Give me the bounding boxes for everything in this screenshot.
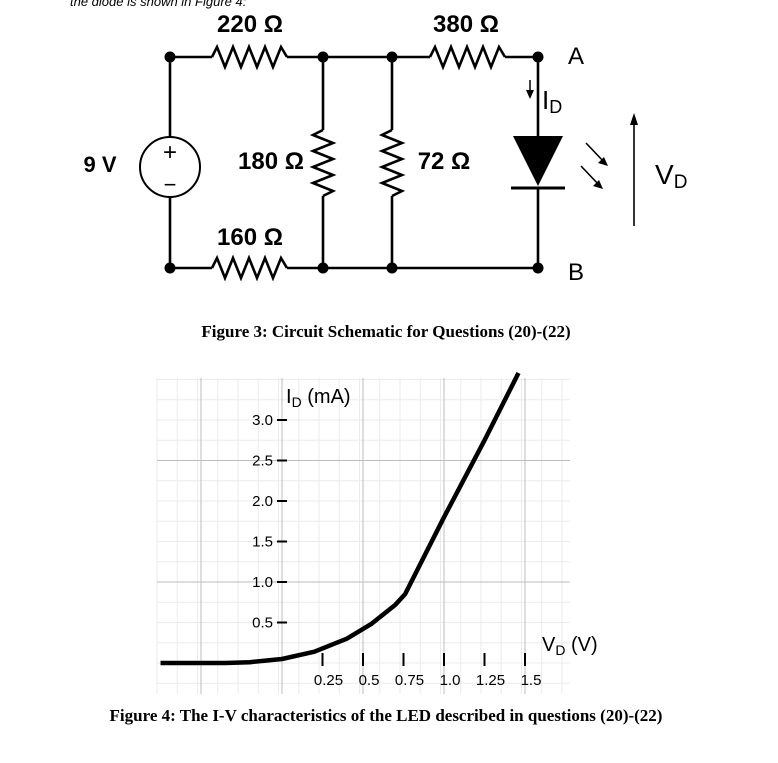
chart-grid — [156, 378, 570, 694]
voltage-source-circle — [139, 136, 201, 198]
y-tick-label: 2.5 — [252, 453, 273, 470]
y-tick-label: 1.5 — [252, 534, 273, 551]
y-tick-label: 2.0 — [252, 493, 273, 510]
figure3-caption: Figure 3: Circuit Schematic for Question… — [201, 322, 570, 341]
x-tick-label: 0.25 — [314, 672, 343, 689]
node-dot — [317, 51, 329, 63]
y-tick-label: 3.0 — [252, 412, 273, 429]
label-380: 380 Ω — [433, 11, 499, 38]
header-snippet: the diode is shown in Figure 4: — [70, 0, 247, 9]
x-tick-label: 1.25 — [476, 672, 505, 689]
x-tick-label: 0.5 — [359, 672, 380, 689]
node-a-label: A — [568, 43, 584, 70]
x-tick-label: 0.75 — [395, 672, 424, 689]
chart-axes: 0.5 1.0 1.5 2.0 2.5 3.0 0.25 0.5 0.75 1.0 1.25 1.5 — [252, 412, 541, 689]
iv-curve — [160, 371, 521, 666]
label-220: 220 Ω — [217, 11, 283, 38]
resistor-180-symbol — [309, 128, 337, 198]
x-tick-label: 1.0 — [440, 672, 461, 689]
node-dot-a — [532, 51, 544, 63]
chart-ylabel: ID (mA) — [286, 386, 351, 410]
source-minus: − — [164, 172, 177, 197]
node-dot — [386, 51, 398, 63]
label-180: 180 Ω — [238, 148, 304, 175]
chart-series — [160, 371, 521, 666]
source-label: 9 V — [83, 152, 116, 177]
current-label: ID — [542, 85, 562, 117]
node-dot — [317, 262, 329, 274]
circuit-schematic: + − 220 Ω — [83, 11, 687, 286]
x-tick-label: 1.5 — [521, 672, 542, 689]
label-160: 160 Ω — [217, 224, 283, 251]
node-b-label: B — [568, 259, 584, 286]
node-dot — [386, 262, 398, 274]
chart-xlabel: VD (V) — [542, 634, 598, 658]
current-arrow-icon — [526, 90, 534, 99]
y-tick-label: 1.0 — [252, 574, 273, 591]
y-tick-label: 0.5 — [252, 615, 273, 632]
resistor-72-symbol — [378, 128, 406, 198]
led-triangle — [513, 136, 563, 186]
figure4-caption: Figure 4: The I-V characteristics of the… — [110, 706, 663, 725]
source-plus: + — [163, 139, 177, 166]
node-dot-b — [532, 262, 544, 274]
resistor-380-symbol — [428, 43, 507, 71]
resistor-220-symbol — [210, 43, 289, 71]
light-arrow-icon-1 — [598, 157, 608, 166]
light-arrow-icon-2 — [593, 180, 603, 189]
vd-arrow-icon — [630, 113, 638, 125]
node-dot — [164, 262, 176, 274]
node-dot — [164, 51, 176, 63]
label-72: 72 Ω — [418, 148, 471, 175]
voltage-label: VD — [655, 159, 687, 193]
resistor-160-symbol — [210, 254, 289, 282]
